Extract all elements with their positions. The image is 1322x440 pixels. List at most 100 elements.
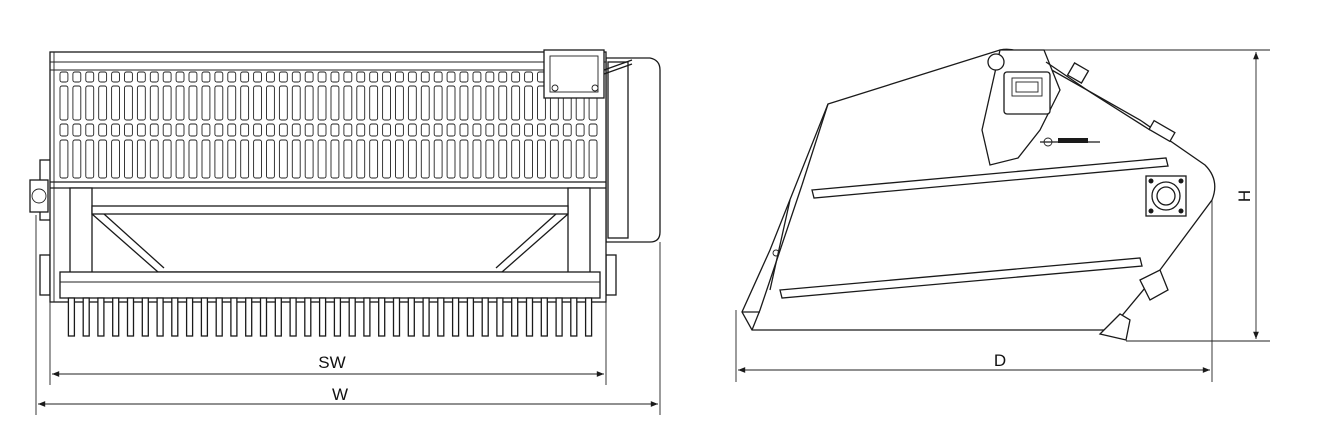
- tine: [378, 297, 386, 337]
- screen-slot: [459, 123, 469, 137]
- screen-slot: [253, 123, 262, 137]
- screen-slot: [382, 139, 391, 179]
- screen-slot: [72, 85, 82, 121]
- tine: [540, 297, 548, 337]
- screen-slot: [175, 85, 185, 121]
- screen-slot: [98, 123, 108, 137]
- screen-slot: [175, 123, 185, 137]
- screen-slot: [278, 139, 288, 179]
- screen-slot: [162, 85, 172, 121]
- screen-slot: [382, 71, 391, 83]
- tine: [392, 297, 401, 337]
- screen-slot: [343, 71, 353, 83]
- screen-slot: [98, 71, 108, 83]
- tine: [496, 297, 504, 337]
- screen-slot: [59, 123, 69, 137]
- screen-slot: [72, 139, 82, 179]
- tine: [200, 297, 209, 337]
- tine: [289, 297, 297, 337]
- screen-slot: [407, 139, 417, 179]
- screen-slot: [420, 123, 430, 137]
- screen-slot: [253, 139, 262, 179]
- screen-slot: [420, 71, 430, 83]
- screen-slot: [111, 123, 120, 137]
- screen-slot: [188, 123, 198, 137]
- screen-slot: [420, 139, 430, 179]
- tine: [481, 297, 489, 337]
- screen-slot: [524, 139, 533, 179]
- tine: [171, 297, 179, 337]
- screen-slot: [59, 71, 69, 83]
- screen-slot: [537, 123, 546, 137]
- screen-slot: [472, 85, 482, 121]
- screen-slot: [188, 85, 198, 121]
- screen-slot: [588, 123, 598, 137]
- screen-slot: [446, 123, 456, 137]
- bottom-tines: [67, 297, 593, 337]
- screen-slot: [511, 123, 521, 137]
- screen-slot: [459, 71, 469, 83]
- screen-slot: [420, 85, 430, 121]
- screen-slot: [266, 85, 275, 121]
- screen-slot: [433, 71, 443, 83]
- motor-block: [1003, 71, 1051, 115]
- screen-slot: [214, 123, 224, 137]
- screen-slot: [59, 85, 69, 121]
- screen-slot: [291, 139, 301, 179]
- screen-slot: [136, 71, 146, 83]
- screen-slot: [511, 85, 521, 121]
- tine: [82, 297, 90, 337]
- screen-slot: [537, 139, 546, 179]
- w-label: W: [332, 385, 348, 404]
- screen-slot: [72, 71, 82, 83]
- tine: [437, 297, 445, 337]
- screen-slot: [330, 71, 340, 83]
- screen-slot: [511, 139, 521, 179]
- screen-slot: [162, 71, 172, 83]
- right-lower-pad: [605, 254, 617, 296]
- screen-slot: [136, 85, 146, 121]
- screen-slot: [227, 139, 237, 179]
- screen-slot: [124, 123, 133, 137]
- screen-slot: [317, 71, 327, 83]
- screen-slot: [149, 123, 159, 137]
- screen-slot: [188, 71, 198, 83]
- screen-slot: [111, 85, 120, 121]
- screen-slot: [253, 85, 262, 121]
- tine: [525, 297, 534, 337]
- coupler-bottom-plate: [59, 271, 601, 299]
- screen-slot: [537, 85, 546, 121]
- screen-slot: [524, 71, 533, 83]
- screen-slot: [149, 139, 159, 179]
- screen-slot: [304, 139, 314, 179]
- screen-slot: [330, 123, 340, 137]
- screen-slot: [343, 85, 353, 121]
- screen-slot: [240, 139, 250, 179]
- screen-slot: [317, 85, 327, 121]
- screen-slot: [356, 139, 366, 179]
- screen-slot: [356, 71, 366, 83]
- screen-slot: [382, 123, 391, 137]
- screen-slot: [149, 85, 159, 121]
- screen-slot: [201, 123, 211, 137]
- tine: [348, 297, 356, 337]
- screen-slot: [59, 139, 69, 179]
- hydraulic-motor-box: [543, 49, 605, 99]
- screen-slot: [317, 123, 327, 137]
- screen-slot: [201, 71, 211, 83]
- screen-slot: [369, 85, 379, 121]
- tine: [112, 297, 120, 337]
- front-view: SW W: [29, 49, 661, 415]
- screen-slot: [162, 139, 172, 179]
- screen-slot: [562, 139, 572, 179]
- tine: [245, 297, 253, 337]
- screen-slot: [291, 123, 301, 137]
- screen-slot: [188, 139, 198, 179]
- screen-slot: [330, 139, 340, 179]
- tine: [363, 297, 371, 337]
- pivot-pin: [987, 53, 1005, 71]
- screen-slot: [291, 85, 301, 121]
- screen-slot: [524, 85, 533, 121]
- screen-slot: [382, 85, 391, 121]
- screen-slot: [201, 85, 211, 121]
